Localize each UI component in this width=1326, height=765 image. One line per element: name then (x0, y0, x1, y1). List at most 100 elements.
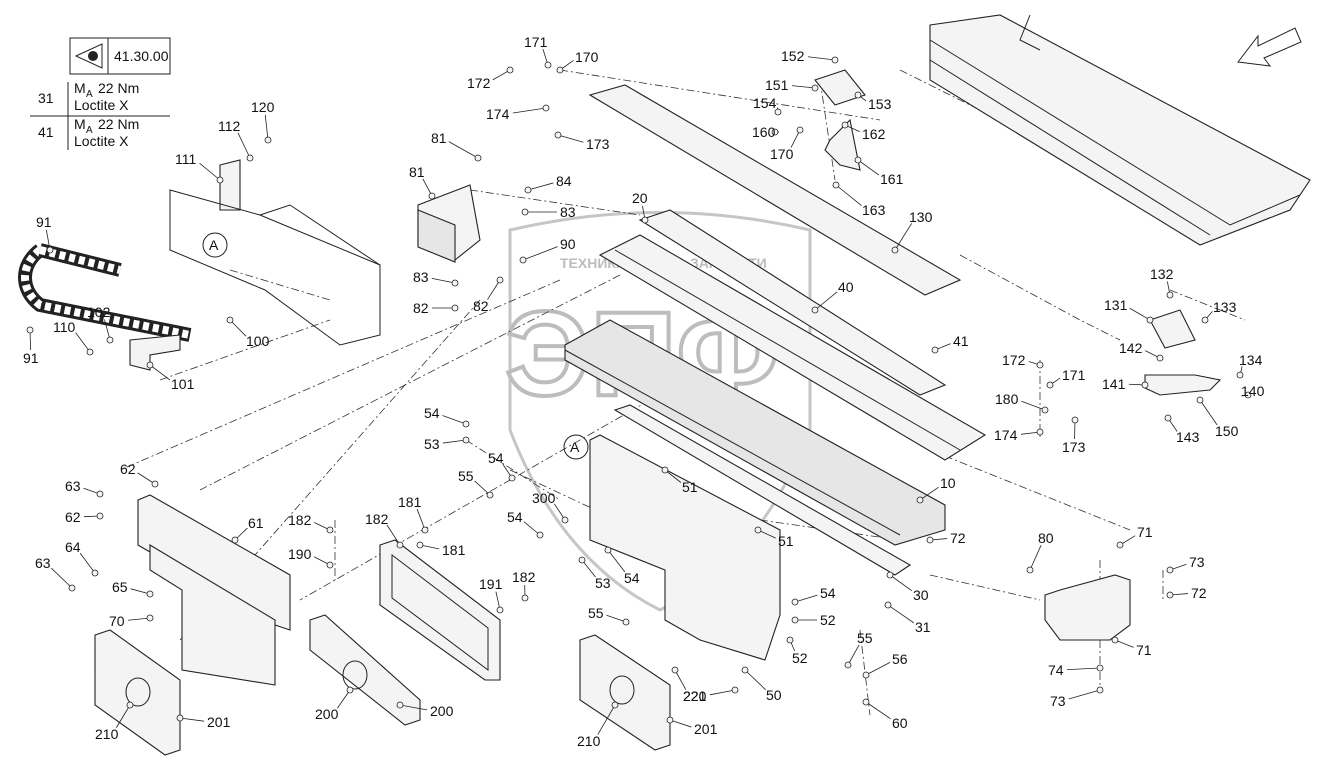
fastener-mark (731, 686, 739, 694)
part-number-label: 191 (479, 576, 503, 592)
leader-line (527, 182, 554, 191)
part-number-label: 111 (175, 151, 196, 167)
fastener-mark (1166, 566, 1174, 574)
part-number-label: 56 (892, 651, 908, 667)
part-number-label: 143 (1176, 429, 1200, 445)
fastener-mark (536, 531, 544, 539)
info-row-1-torque-sub: A (86, 89, 93, 100)
fastener-mark (1236, 371, 1244, 379)
part-number-label: 72 (1191, 585, 1207, 601)
leader-line (522, 246, 558, 261)
part-number-label: 170 (575, 49, 599, 65)
fastener-mark (862, 698, 870, 706)
leader-line (857, 159, 880, 176)
part-number-label: 65 (112, 579, 128, 595)
part-number-label: 161 (880, 171, 904, 187)
part-number-label: 154 (753, 95, 777, 111)
part-number-label: 174 (486, 106, 510, 122)
part-80-bracket (417, 184, 481, 263)
fastener-mark (1141, 381, 1149, 389)
part-number-label: 134 (1239, 352, 1263, 368)
part-number-label: 52 (820, 612, 836, 628)
fastener-mark (1046, 381, 1054, 389)
part-number-label: 150 (1215, 423, 1239, 439)
fastener-mark (796, 126, 804, 134)
info-table: 41.30.00 31 M A 22 Nm Loctite X 41 M A 2… (30, 37, 171, 150)
fastener-mark (126, 701, 134, 709)
fastener-mark (741, 666, 749, 674)
fastener-mark (416, 541, 424, 549)
part-number-label: 200 (315, 706, 339, 722)
fastener-mark (791, 598, 799, 606)
leader-line (1199, 399, 1218, 426)
leader-line (487, 279, 501, 300)
part-200-right-foam (579, 634, 671, 751)
leader-line (709, 689, 736, 696)
leader-line (1129, 307, 1151, 321)
fastener-mark (622, 618, 630, 626)
part-number-label: 40 (838, 279, 854, 295)
part-number-label: 83 (560, 204, 576, 220)
part-number-label: 210 (577, 733, 601, 749)
part-number-label: 63 (65, 478, 81, 494)
info-row-1-torque-symbol: M (74, 80, 86, 96)
part-number-label: 180 (995, 391, 1019, 407)
part-number-label: 151 (765, 77, 789, 93)
fastener-mark (791, 616, 799, 624)
fastener-mark (831, 56, 839, 64)
fastener-mark (771, 128, 779, 136)
fastener-mark (264, 136, 272, 144)
fastener-mark (811, 306, 819, 314)
fastener-mark (474, 154, 482, 162)
leader-line (1068, 689, 1101, 700)
part-number-label: 182 (512, 569, 536, 585)
part-number-label: 130 (909, 209, 933, 225)
detail-marker-a-1: A (202, 232, 228, 258)
fastener-mark (671, 666, 679, 674)
part-number-label: 182 (365, 511, 389, 527)
leader-line (865, 701, 891, 720)
fastener-mark (106, 336, 114, 344)
part-number-label: 90 (560, 236, 576, 252)
info-row-2-torque-sub: A (86, 125, 93, 136)
part-number-label: 221 (683, 688, 707, 704)
leader-line (199, 162, 221, 181)
fastener-mark (151, 480, 159, 488)
fastener-mark (396, 541, 404, 549)
leader-line (1021, 400, 1046, 411)
part-number-label: 131 (1104, 297, 1128, 313)
fastener-mark (891, 246, 899, 254)
leader-line (674, 669, 687, 690)
part-number-label: 60 (892, 715, 908, 731)
part-number-label: 172 (467, 75, 491, 91)
part-number-label: 210 (95, 726, 119, 742)
part-number-label: 54 (820, 585, 836, 601)
part-number-label: 200 (430, 703, 454, 719)
leader-line (45, 229, 51, 251)
part-number-label: 170 (770, 146, 794, 162)
info-row-2-pos: 41 (38, 124, 54, 140)
leader-line (607, 549, 626, 573)
part-number-label: 54 (624, 570, 640, 586)
part-number-label: 171 (1062, 367, 1086, 383)
fastener-mark (844, 661, 852, 669)
part-number-label: 110 (53, 319, 76, 335)
fastener-mark (1036, 428, 1044, 436)
fastener-mark (96, 490, 104, 498)
fastener-mark (1196, 396, 1204, 404)
part-number-label: 182 (288, 512, 312, 528)
part-number-label: 20 (632, 190, 648, 206)
fastener-mark (46, 246, 54, 254)
leader-line (399, 704, 428, 711)
ref-code: 41.30.00 (114, 48, 169, 64)
part-number-label: 71 (1137, 524, 1153, 540)
part-number-label: 55 (857, 630, 873, 646)
fastener-mark (346, 686, 354, 694)
fastener-mark (146, 590, 154, 598)
part-number-label: 74 (1048, 662, 1064, 678)
part-number-label: 201 (694, 721, 718, 737)
fastener-mark (561, 516, 569, 524)
part-number-label: 81 (409, 164, 425, 180)
info-row-1-pos: 31 (38, 90, 54, 106)
part-120-plate (588, 84, 962, 296)
